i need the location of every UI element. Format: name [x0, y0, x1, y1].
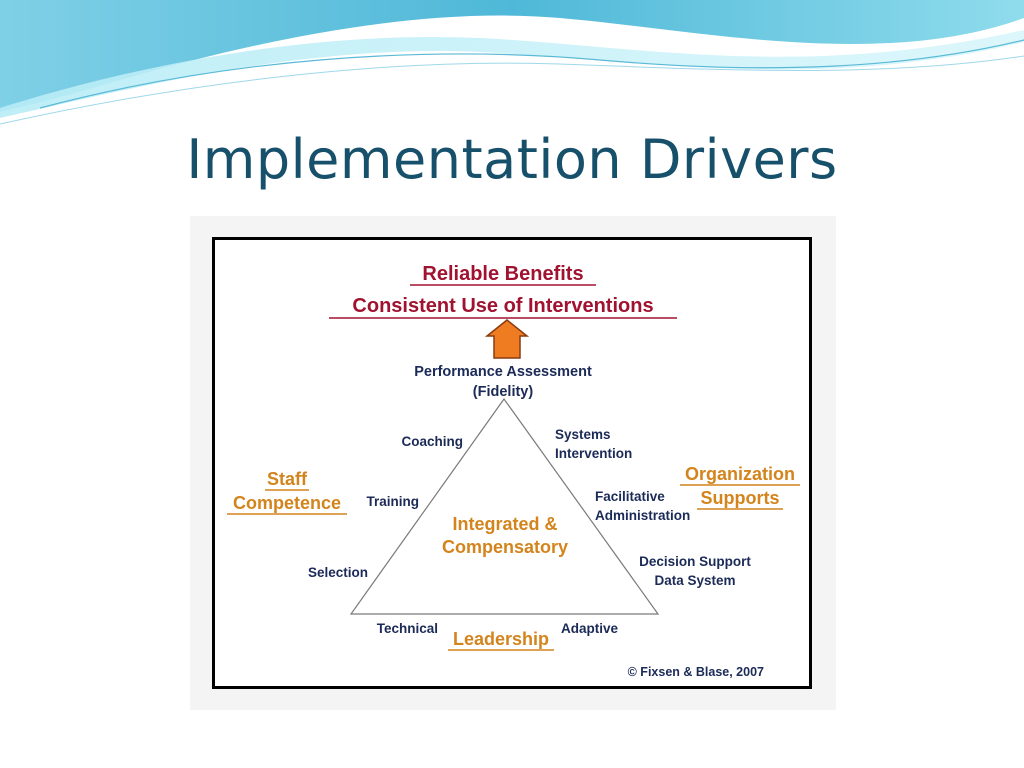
- apex-performance-assessment: Performance Assessment: [414, 364, 592, 380]
- wave-band-light: [0, 30, 1024, 118]
- group-organization-line1: Organization: [685, 464, 795, 484]
- bottom-item-adaptive: Adaptive: [561, 621, 619, 636]
- right-item-facilitative-line1: Facilitative: [595, 489, 665, 504]
- arrow-up-icon: [484, 319, 530, 359]
- drivers-triangle: [349, 397, 660, 615]
- wave-header-decoration: [0, 0, 1024, 125]
- group-staff-line2: Competence: [233, 493, 341, 513]
- wave-line-thin: [39, 39, 1024, 109]
- right-item-systems-line2: Intervention: [555, 446, 632, 461]
- left-item-training: Training: [366, 494, 419, 509]
- apex-fidelity: (Fidelity): [473, 384, 534, 400]
- copyright-notice: © Fixsen & Blase, 2007: [628, 665, 764, 679]
- implementation-drivers-diagram: Reliable Benefits Consistent Use of Inte…: [227, 263, 800, 679]
- outcome-consistent-use: Consistent Use of Interventions: [352, 295, 653, 317]
- center-integrated: Integrated &: [452, 514, 557, 534]
- group-leadership: Leadership: [453, 629, 549, 649]
- right-item-decision-line1: Decision Support: [639, 554, 751, 569]
- group-staff-line1: Staff: [267, 469, 308, 489]
- slide-title: Implementation Drivers: [186, 128, 838, 191]
- wave-band-main: [0, 0, 1024, 112]
- left-item-selection: Selection: [308, 565, 368, 580]
- left-item-coaching: Coaching: [401, 434, 463, 449]
- diagram-frame: Reliable Benefits Consistent Use of Inte…: [212, 237, 812, 689]
- group-organization-line2: Supports: [701, 488, 780, 508]
- wave-line-thin-2: [0, 55, 1024, 125]
- right-item-facilitative-line2: Administration: [595, 508, 690, 523]
- outcome-reliable-benefits: Reliable Benefits: [422, 263, 583, 285]
- right-item-systems-line1: Systems: [555, 427, 611, 442]
- center-compensatory: Compensatory: [442, 537, 568, 557]
- right-item-decision-line2: Data System: [654, 573, 735, 588]
- bottom-item-technical: Technical: [377, 621, 438, 636]
